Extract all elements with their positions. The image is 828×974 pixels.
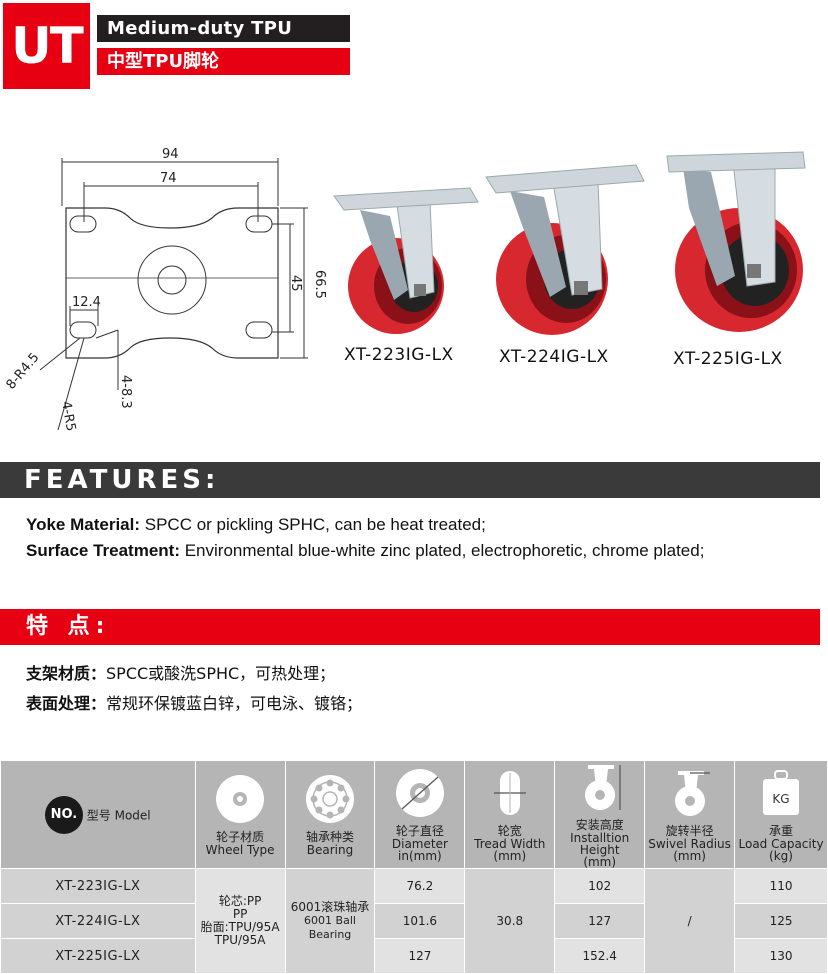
- wheel-type-cell: 轮芯:PP PP 胎面:TPU/95A TPU/95A: [194, 868, 286, 974]
- table-row: XT-224IG-LX 101.6 127 125: [0, 903, 828, 939]
- tread-width-cell: 30.8: [464, 868, 556, 974]
- surface-treatment-label: Surface Treatment:: [26, 541, 180, 560]
- swivel-radius-cell: /: [644, 868, 736, 974]
- row-model: XT-223IG-LX: [0, 868, 196, 904]
- caster-image-xt-224: [485, 164, 645, 335]
- surface-treatment-value: Environmental blue-white zinc plated, el…: [180, 541, 705, 560]
- header-load-capacity-cn: 承重: [769, 824, 794, 838]
- row-diameter: 127: [374, 938, 466, 974]
- caster-image-xt-223: [333, 187, 479, 334]
- dim-12-4: 12.4: [72, 295, 101, 310]
- header-swivel-radius: 旋转半径 Swivel Radius (mm): [644, 760, 736, 869]
- yoke-material-label: Yoke Material:: [26, 515, 141, 534]
- header-swivel-radius-unit: (mm): [673, 849, 706, 863]
- row-diameter: 76.2: [374, 868, 466, 904]
- spec-table: NO. 型号 Model 轮子材质 Wheel Type 轴承种类 Bearin…: [0, 760, 828, 974]
- wheel-type-line: 胎面:TPU/95A: [200, 920, 280, 934]
- surface-treatment-value-cn: 常规环保镀蓝白锌，可电泳、镀铬；: [106, 694, 363, 713]
- kg-weight-icon: KG: [763, 770, 800, 815]
- tread-width-icon: [493, 771, 526, 815]
- row-diameter: 101.6: [374, 903, 466, 939]
- dim-4-8-3: 4-8.3: [118, 375, 133, 409]
- feature-surface-treatment-cn: 表面处理：常规环保镀蓝白锌，可电泳、镀铬；: [26, 690, 362, 714]
- header-tread-width-cn: 轮宽: [497, 824, 522, 838]
- header-installation-height-cn: 安装高度: [575, 818, 624, 832]
- feature-yoke-material: Yoke Material: SPCC or pickling SPHC, ca…: [26, 515, 486, 535]
- bearing-cn: 6001滚珠轴承: [290, 900, 370, 914]
- dim-4-r5: 4-R5: [58, 400, 78, 432]
- header-diameter-unit: in(mm): [398, 849, 442, 863]
- model-label-xt-223: XT-223IG-LX: [344, 345, 454, 365]
- row-load: 110: [734, 868, 828, 904]
- header-diameter-en: Diameter: [391, 837, 448, 851]
- header-wheel-type-en: Wheel Type: [205, 843, 275, 857]
- bearing-cell: 6001滚珠轴承 6001 Ball Bearing: [284, 868, 376, 974]
- features-heading: FEATURES:: [0, 462, 820, 498]
- header-bearing: 轴承种类 Bearing: [284, 760, 376, 869]
- header-wheel-type-cn: 轮子材质: [216, 830, 265, 844]
- feature-yoke-material-cn: 支架材质：SPCC或酸洗SPHC，可热处理；: [26, 660, 335, 684]
- surface-treatment-label-cn: 表面处理：: [26, 694, 107, 713]
- dim-94: 94: [162, 147, 179, 162]
- wheel-type-line: TPU/95A: [214, 933, 266, 947]
- header-tread-width: 轮宽 Tread Width (mm): [464, 760, 556, 869]
- table-row: XT-225IG-LX 127 152.4 130: [0, 938, 828, 974]
- no-badge: NO.: [44, 795, 83, 834]
- header-load-capacity-en: Load Capacity: [738, 837, 824, 851]
- header-load-capacity: KG 承重 Load Capacity (kg): [734, 760, 828, 869]
- header-tread-width-en: Tread Width: [474, 837, 546, 851]
- model-label-xt-225: XT-225IG-LX: [673, 349, 783, 369]
- row-height: 152.4: [554, 938, 646, 974]
- model-header-label: 型号 Model: [86, 808, 151, 822]
- dim-8-r4-5: 8-R4.5: [4, 350, 43, 392]
- kg-icon-text: KG: [772, 792, 789, 806]
- wheel-type-line: PP: [232, 907, 248, 921]
- model-label-xt-224: XT-224IG-LX: [499, 347, 609, 367]
- series-badge: UT: [3, 3, 90, 89]
- wheel-type-line: 轮芯:PP: [218, 894, 262, 908]
- row-model: XT-225IG-LX: [0, 938, 196, 974]
- header-swivel-radius-en: Swivel Radius: [648, 837, 731, 851]
- dim-45: 45: [288, 275, 303, 292]
- header-wheel-type: 轮子材质 Wheel Type: [194, 760, 286, 869]
- header-load-capacity-unit: (kg): [769, 849, 793, 863]
- header-swivel-radius-cn: 旋转半径: [665, 824, 714, 838]
- row-height: 127: [554, 903, 646, 939]
- title-chinese: 中型TPU脚轮: [97, 48, 350, 75]
- swivel-radius-icon: [674, 771, 710, 816]
- header-bearing-en: Bearing: [306, 843, 354, 857]
- header-model: NO. 型号 Model: [0, 760, 196, 869]
- title-english: Medium-duty TPU Casters: [97, 15, 350, 66]
- caster-image-xt-225: [666, 151, 806, 332]
- row-load: 130: [734, 938, 828, 974]
- yoke-material-label-cn: 支架材质：: [26, 664, 107, 683]
- header-installation-height-unit: (mm): [583, 855, 617, 869]
- header-diameter: 轮子直径 Diameter in(mm): [374, 760, 466, 869]
- row-height: 102: [554, 868, 646, 904]
- bearing-en: 6001 Ball Bearing: [304, 914, 356, 941]
- features-heading-cn: 特 点:: [0, 609, 820, 645]
- row-load: 125: [734, 903, 828, 939]
- wheel-face-icon: [216, 775, 265, 823]
- header-diameter-cn: 轮子直径: [395, 824, 444, 838]
- installation-height-icon: [584, 765, 621, 810]
- yoke-material-value-cn: SPCC或酸洗SPHC，可热处理；: [106, 664, 336, 683]
- row-model: XT-224IG-LX: [0, 903, 196, 939]
- feature-surface-treatment: Surface Treatment: Environmental blue-wh…: [26, 541, 704, 561]
- diameter-icon: [395, 769, 444, 817]
- dim-66-5: 66.5: [312, 270, 327, 299]
- yoke-material-value: SPCC or pickling SPHC, can be heat treat…: [140, 515, 486, 534]
- table-row: XT-223IG-LX 轮芯:PP PP 胎面:TPU/95A TPU/95A …: [0, 868, 828, 974]
- header-bearing-cn: 轴承种类: [305, 830, 354, 844]
- dim-74: 74: [160, 171, 177, 186]
- top-plate-drawing: 94 74 66.5 45 12.4 8-R4.5 4-8.3 4-R5: [4, 147, 327, 433]
- header-tread-width-unit: (mm): [493, 849, 527, 863]
- ball-bearing-icon: [305, 775, 354, 823]
- table-header-row: NO. 型号 Model 轮子材质 Wheel Type 轴承种类 Bearin…: [0, 760, 828, 869]
- header-installation-height: 安装高度 Installtion Height (mm): [554, 760, 646, 869]
- header-installation-height-en: Installtion Height: [570, 831, 630, 857]
